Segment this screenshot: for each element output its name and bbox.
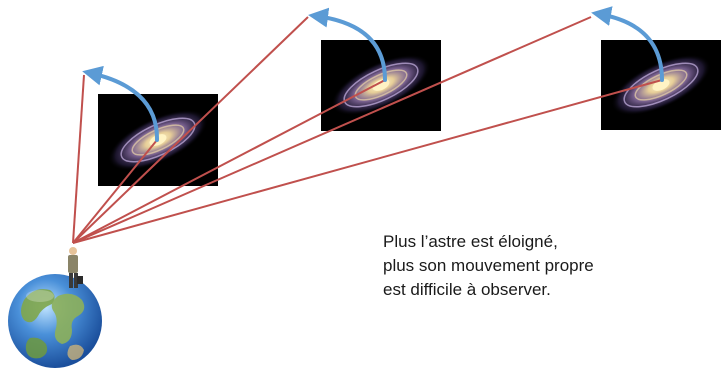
sight-line-far-end (72, 79, 663, 244)
sight-line-far-start (72, 16, 592, 244)
sight-lines (72, 16, 663, 244)
earth-globe-icon (8, 274, 102, 368)
person-standing-icon (68, 247, 83, 288)
curved-arrow-icon (308, 7, 387, 82)
curved-arrow-icon (82, 65, 160, 142)
motion-arrows (82, 6, 664, 142)
sight-line-near-end (72, 139, 158, 244)
spiral-galaxy-icon (611, 54, 711, 116)
sight-line-middle-start (72, 16, 309, 244)
caption-line-1: Plus l’astre est éloigné, (383, 232, 558, 251)
galaxy-far (601, 40, 721, 130)
caption-line-3: est difficile à observer. (383, 280, 551, 299)
curved-arrow-icon (591, 6, 664, 82)
caption: Plus l’astre est éloigné, plus son mouve… (383, 230, 703, 302)
caption-line-2: plus son mouvement propre (383, 256, 594, 275)
sight-line-middle-end (72, 79, 386, 244)
sight-line-near-start (72, 74, 85, 244)
